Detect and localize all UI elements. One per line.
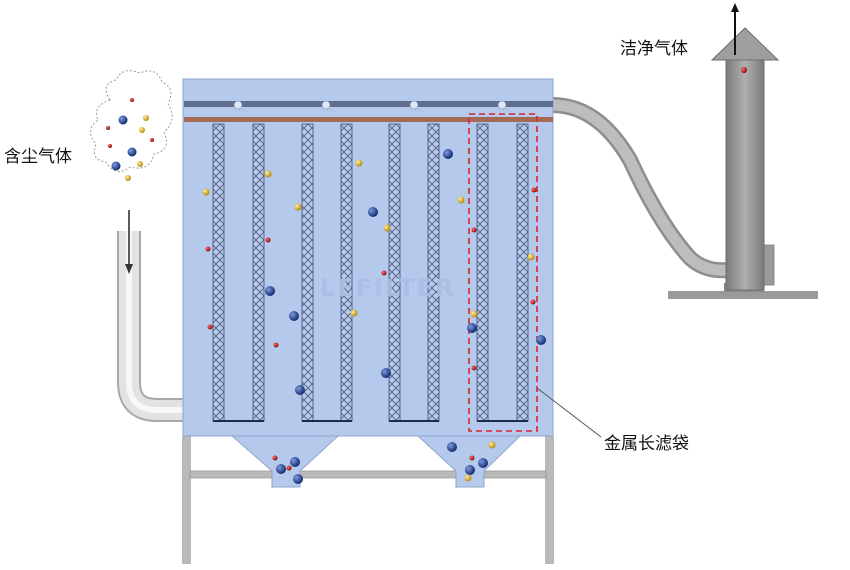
hopper-left xyxy=(230,435,340,488)
exhaust-particle xyxy=(741,67,747,73)
stack-head xyxy=(710,27,780,61)
cloud-icon xyxy=(90,70,173,181)
housing-body xyxy=(182,78,554,437)
hopper-particles xyxy=(272,441,496,484)
filter-bag-pair-4 xyxy=(476,123,529,422)
inlet-duct xyxy=(117,231,184,422)
filter-bags xyxy=(212,123,529,422)
filter-bag-pair-1 xyxy=(212,123,265,422)
exhaust-stack xyxy=(668,3,818,299)
support-frame xyxy=(182,436,554,564)
filter-bag-pair-3 xyxy=(388,123,440,422)
filter-bag-pair-2 xyxy=(301,123,353,422)
blowpipe xyxy=(184,101,553,107)
support-crossbar xyxy=(189,470,547,479)
stack-base xyxy=(668,291,818,299)
support-leg-right xyxy=(545,436,554,564)
callout-leader-line xyxy=(536,387,602,438)
stack-bracket xyxy=(763,244,775,286)
filter-housing xyxy=(182,78,554,437)
dust-hoppers xyxy=(230,435,522,488)
outlet-arrow-head xyxy=(731,3,739,12)
blowpipe-nozzles xyxy=(233,100,507,110)
support-leg-left xyxy=(182,436,191,564)
outlet-duct xyxy=(551,97,729,279)
clean-gas-label: 洁净气体 xyxy=(620,39,688,59)
tube-sheet xyxy=(184,117,553,122)
dust-particles xyxy=(202,149,546,395)
stack-column xyxy=(725,59,765,291)
metal-filter-bag-highlight xyxy=(468,113,538,432)
metal-filter-bag-label: 金属长滤袋 xyxy=(604,434,689,454)
dusty-gas-label: 含尘气体 xyxy=(4,147,72,167)
watermark-logo: LEFILTER xyxy=(320,274,456,302)
inlet-arrow-head xyxy=(125,264,133,274)
